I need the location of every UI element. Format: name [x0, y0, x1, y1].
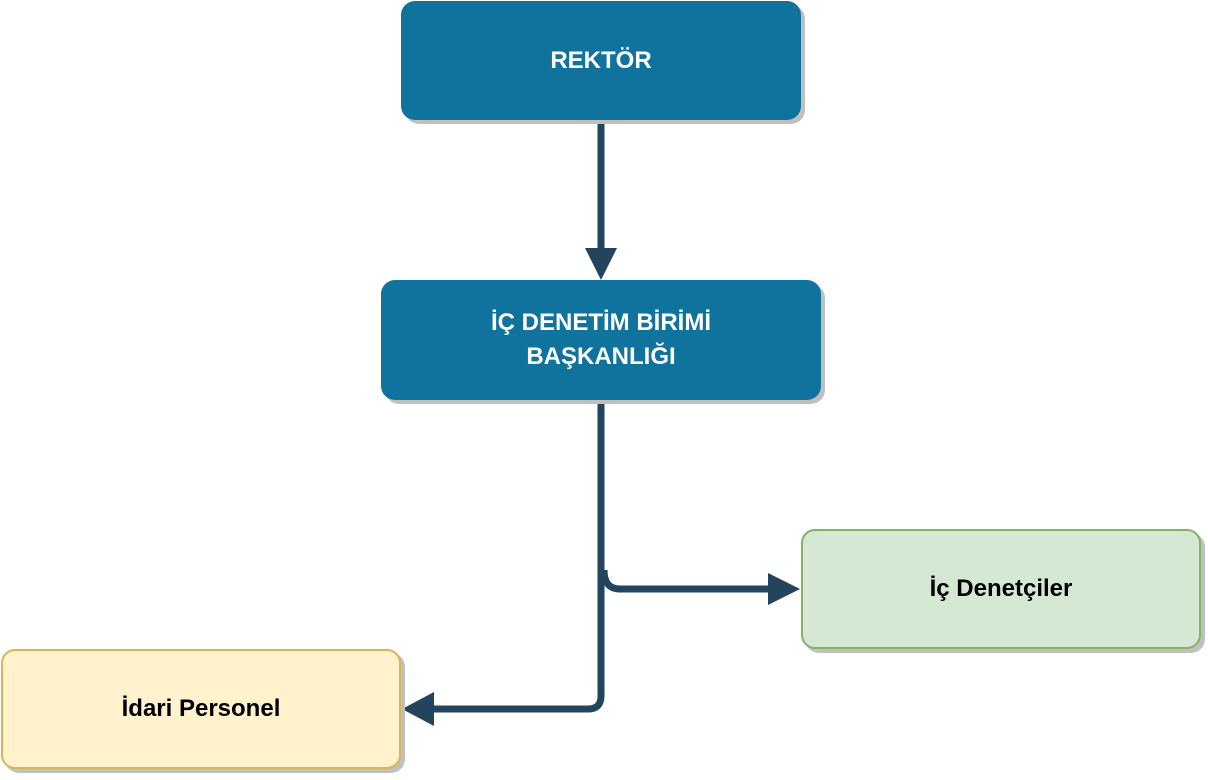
node-baskanlik-label-line1: İÇ DENETİM BİRİMİ — [491, 309, 711, 336]
arrowhead-right — [768, 573, 800, 605]
node-idari-personel: İdari Personel — [1, 649, 401, 769]
node-idari-personel-label: İdari Personel — [121, 695, 281, 722]
node-rektor: REKTÖR — [401, 1, 801, 120]
node-ic-denetciler: İç Denetçiler — [801, 529, 1201, 649]
node-ic-denetim-birimi-baskanligi: İÇ DENETİM BİRİMİ BAŞKANLIĞI — [381, 280, 821, 400]
arrowhead-down — [585, 248, 617, 280]
edge-baskanlik-to-idari — [430, 400, 605, 713]
edge-baskanlik-to-denetciler — [600, 569, 772, 593]
node-ic-denetciler-label: İç Denetçiler — [929, 575, 1073, 602]
arrowhead-left — [402, 692, 434, 726]
node-baskanlik-label-line2: BAŞKANLIĞI — [526, 343, 676, 370]
node-rektor-label: REKTÖR — [550, 46, 652, 74]
